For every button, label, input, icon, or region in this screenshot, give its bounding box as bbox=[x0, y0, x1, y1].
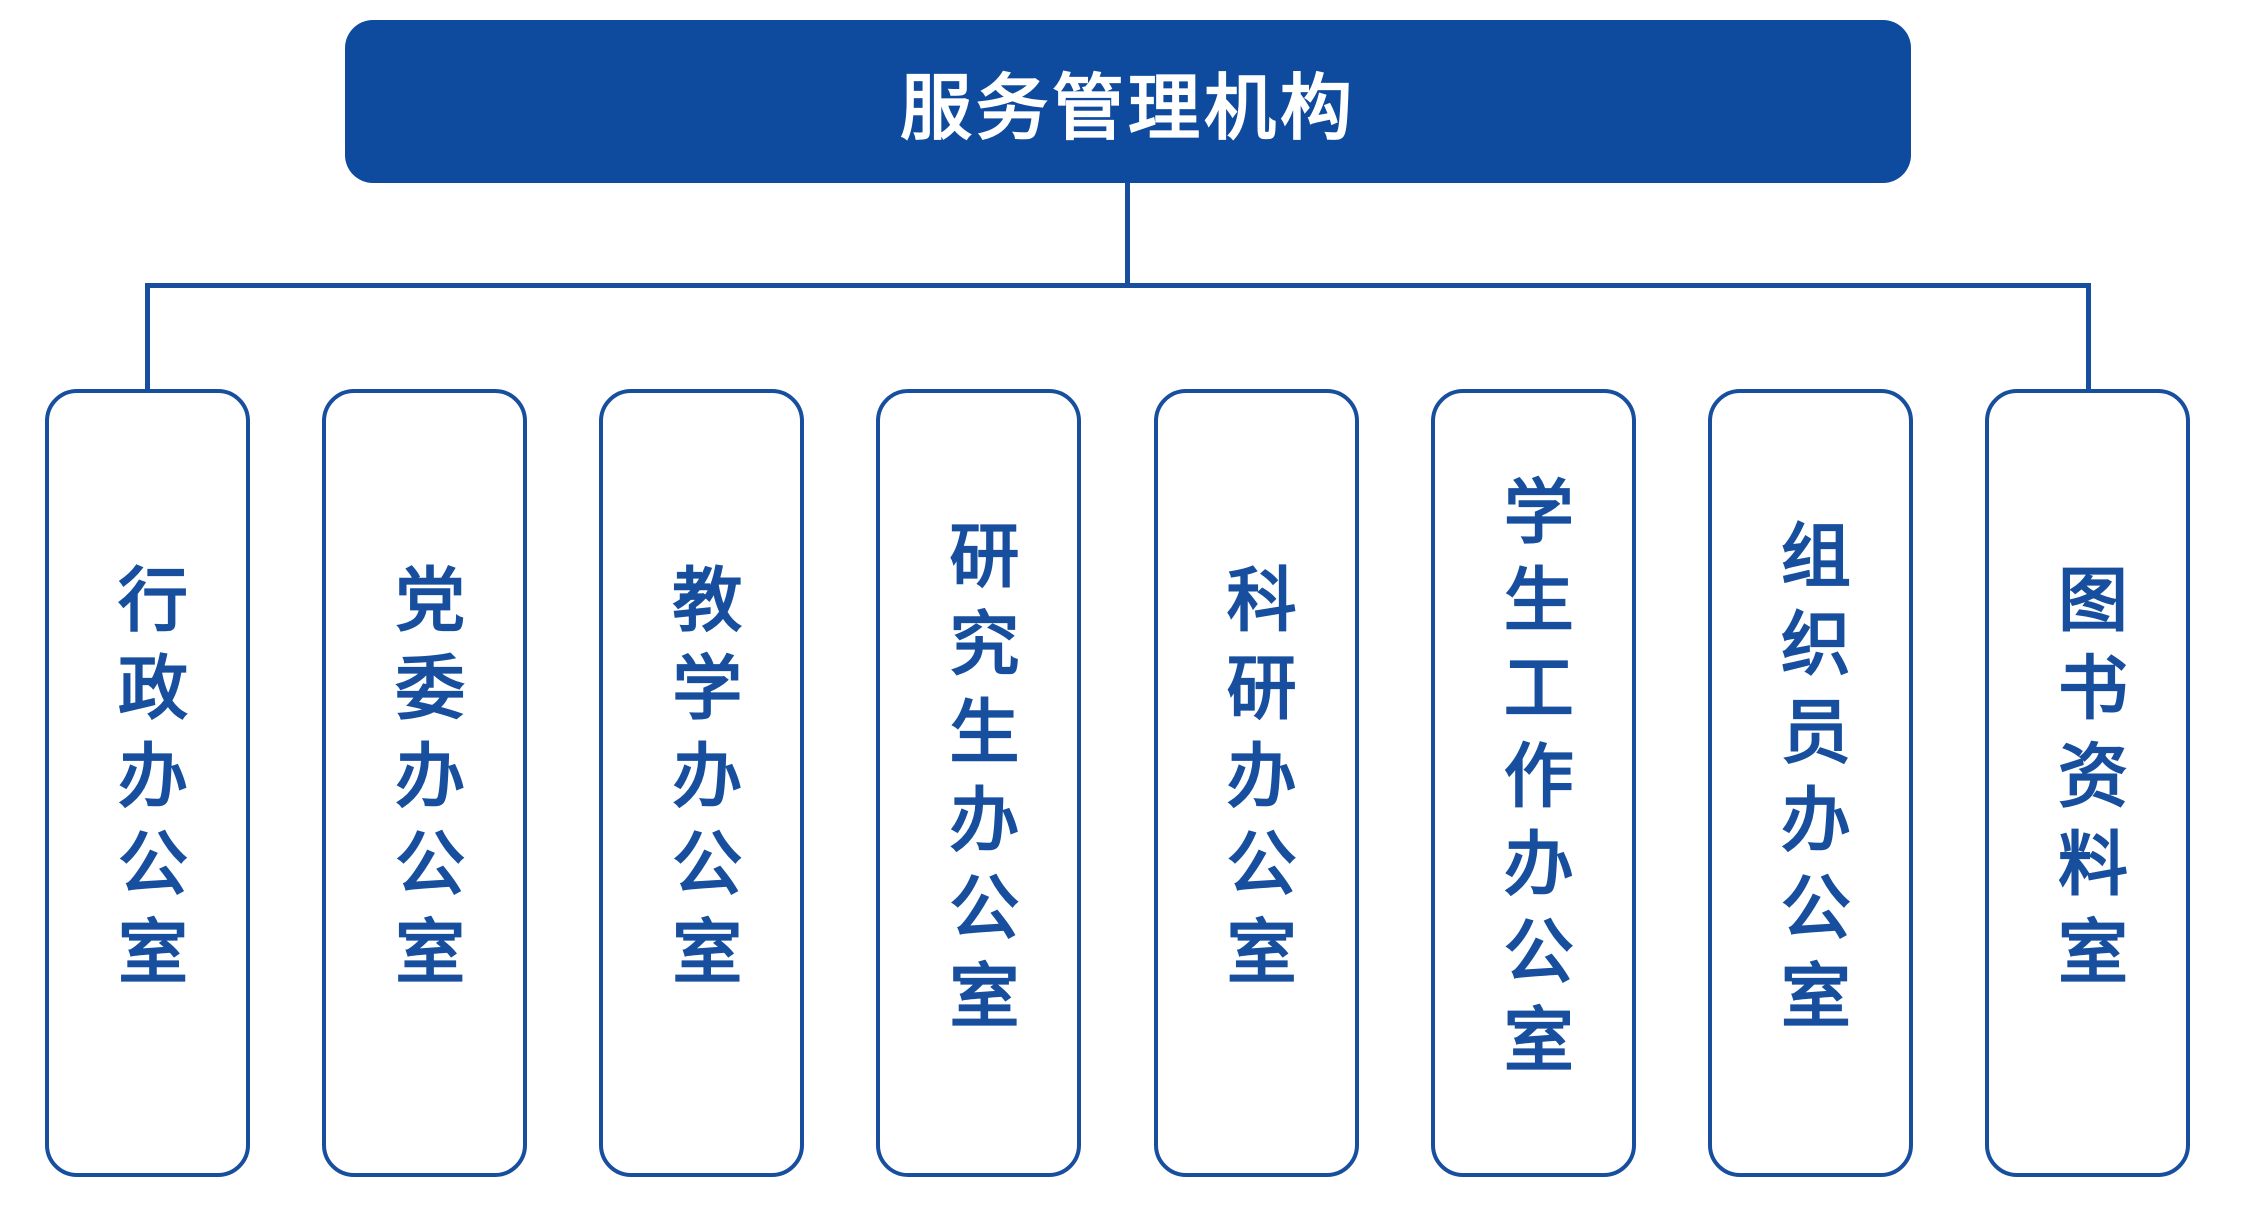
dept-node-label: 图书资料室 bbox=[2046, 563, 2129, 1003]
dept-node-label: 研究生办公室 bbox=[937, 519, 1020, 1047]
dept-node-party-committee-office: 党委办公室 bbox=[322, 389, 528, 1177]
dept-node-label: 学生工作办公室 bbox=[1492, 475, 1575, 1091]
connector-left-drop bbox=[145, 283, 150, 391]
dept-node-graduate-office: 研究生办公室 bbox=[876, 389, 1082, 1177]
department-row: 行政办公室 党委办公室 教学办公室 研究生办公室 科研办公室 学生工作办公室 组… bbox=[45, 389, 2190, 1177]
dept-node-label: 组织员办公室 bbox=[1769, 519, 1852, 1047]
dept-node-teaching-office: 教学办公室 bbox=[599, 389, 805, 1177]
root-node: 服务管理机构 bbox=[345, 20, 1911, 183]
dept-node-label: 党委办公室 bbox=[383, 563, 466, 1003]
dept-node-administrative-office: 行政办公室 bbox=[45, 389, 250, 1177]
connector-right-drop bbox=[2086, 283, 2091, 391]
dept-node-organizer-office: 组织员办公室 bbox=[1707, 389, 1913, 1177]
dept-node-research-office: 科研办公室 bbox=[1153, 389, 1359, 1177]
dept-node-library-reference-room: 图书资料室 bbox=[1984, 389, 2190, 1177]
connector-horizontal-bar bbox=[145, 283, 2091, 288]
connector-root-stem bbox=[1125, 183, 1130, 286]
dept-node-label: 行政办公室 bbox=[106, 563, 189, 1003]
dept-node-label: 科研办公室 bbox=[1215, 563, 1298, 1003]
root-node-label: 服务管理机构 bbox=[899, 66, 1356, 150]
dept-node-label: 教学办公室 bbox=[660, 563, 743, 1003]
dept-node-student-affairs-office: 学生工作办公室 bbox=[1430, 389, 1636, 1177]
